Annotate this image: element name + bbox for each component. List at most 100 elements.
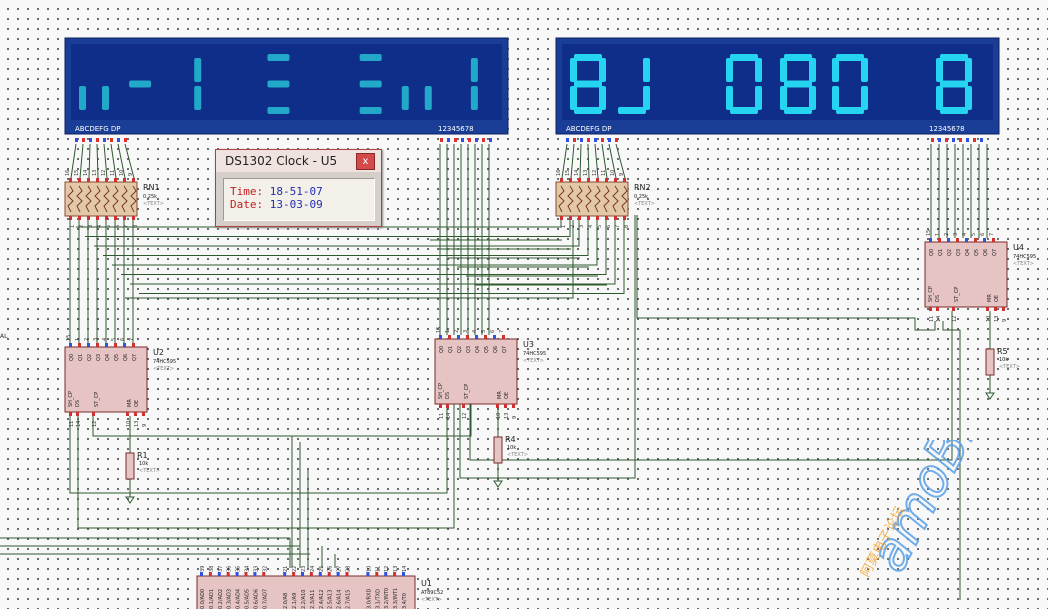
pin — [938, 238, 941, 242]
pin — [283, 572, 287, 576]
u1-pin-label: P0.1/AD1 — [209, 589, 215, 609]
pin — [235, 572, 239, 576]
pin — [132, 178, 135, 182]
display-digit-label: 12345678 — [929, 125, 965, 133]
segment — [618, 107, 646, 114]
pin-number: 6 — [120, 338, 126, 341]
segment — [401, 86, 409, 110]
window-title: DS1302 Clock - U5 — [225, 154, 338, 168]
resistor-text: <TEXT> — [507, 452, 528, 458]
date-value: 13-03-09 — [269, 198, 323, 211]
pin-number: 2 — [570, 225, 576, 228]
pin-number: 14 — [83, 170, 89, 176]
window-titlebar[interactable]: DS1302 Clock - U5 x — [216, 150, 381, 172]
ds1302-clock-window[interactable]: DS1302 Clock - U5 x Time: 18-51-07 Date:… — [215, 149, 382, 227]
ic-ref: U2 — [153, 348, 164, 357]
segment — [836, 107, 864, 114]
pin-number: 11 — [929, 316, 935, 322]
display-digit-label: 12345678 — [438, 125, 474, 133]
resistor-body — [493, 436, 503, 464]
segment — [726, 86, 733, 110]
ic-pin-label: SH_CP — [68, 391, 74, 407]
segment — [726, 58, 733, 82]
ic-part: 74HC595 — [1013, 254, 1036, 260]
ic-part: 74HC595 — [523, 351, 546, 357]
u1-pin-label: P2.6/A14 — [337, 590, 343, 609]
ic-pin-label: Q7 — [992, 249, 998, 256]
ic-pin-label: Q0 — [69, 354, 75, 361]
pin — [461, 138, 464, 142]
pin-number: 13 — [393, 566, 399, 572]
close-button[interactable]: x — [356, 153, 375, 170]
pin-number: 27 — [337, 566, 343, 572]
pin-number: 34 — [245, 566, 251, 572]
pin-number: 21 — [283, 566, 289, 572]
date-label: Date: — [230, 198, 264, 211]
seven-segment-display-2: ABCDEFG DP 12345678 — [555, 37, 1000, 142]
pin — [929, 238, 932, 242]
resistor-ref: R4 — [505, 435, 516, 444]
segment — [194, 58, 202, 82]
resistor-text: <TEXT> — [999, 364, 1020, 370]
resistor-value: 10k — [507, 445, 516, 451]
ic-pin-label: Q4 — [475, 346, 481, 353]
ic-part: 74HC595 — [153, 359, 176, 365]
pin-number: 10 — [126, 421, 132, 427]
wire — [103, 143, 108, 179]
pin — [439, 335, 442, 339]
pin-number: 12 — [952, 316, 958, 322]
pin-number: 15 — [565, 170, 571, 176]
pin — [105, 178, 108, 182]
segment — [570, 58, 577, 82]
segment — [936, 86, 943, 110]
pin-number: 1 — [75, 338, 81, 341]
pin-number: 5 — [971, 233, 977, 236]
pin — [605, 216, 608, 220]
pin — [292, 572, 296, 576]
segment — [570, 86, 577, 110]
pin — [105, 216, 108, 220]
pin — [440, 138, 443, 142]
pin-number: 4 — [962, 233, 968, 236]
display-segment-label: ABCDEFG DP — [566, 125, 611, 133]
pin-number: 9 — [1002, 319, 1008, 322]
pin — [608, 138, 611, 142]
pin-number: 4 — [97, 225, 103, 228]
ic-pin-label: Q4 — [965, 249, 971, 256]
segment — [730, 54, 758, 61]
pin — [142, 412, 145, 416]
rn-element — [603, 185, 610, 213]
pin-number: 28 — [346, 566, 352, 572]
pin-number: 5 — [481, 330, 487, 333]
pin-number: 8 — [624, 225, 630, 228]
pin-number: 12 — [592, 170, 598, 176]
pin — [123, 343, 126, 347]
clock-readout: Time: 18-51-07 Date: 13-03-09 — [223, 178, 375, 221]
pin — [986, 307, 989, 311]
wire — [594, 143, 599, 179]
pin — [448, 335, 451, 339]
pin — [82, 138, 85, 142]
pin-number: 13 — [994, 316, 1000, 322]
ic-pin-label: Q6 — [983, 249, 989, 256]
pin-number: 11 — [439, 413, 445, 419]
wire — [69, 404, 448, 494]
segment — [643, 58, 650, 82]
pin-number: 6 — [606, 225, 612, 228]
wire — [579, 143, 582, 179]
pin-number: 10 — [986, 316, 992, 322]
pin — [936, 307, 939, 311]
wire — [76, 220, 562, 228]
segment — [267, 54, 290, 61]
pin-number: 14 — [402, 566, 408, 572]
u1-pin-label: P2.3/A11 — [310, 590, 316, 609]
pin — [114, 343, 117, 347]
segment — [267, 80, 290, 88]
wire — [570, 143, 575, 179]
segment — [574, 80, 602, 88]
